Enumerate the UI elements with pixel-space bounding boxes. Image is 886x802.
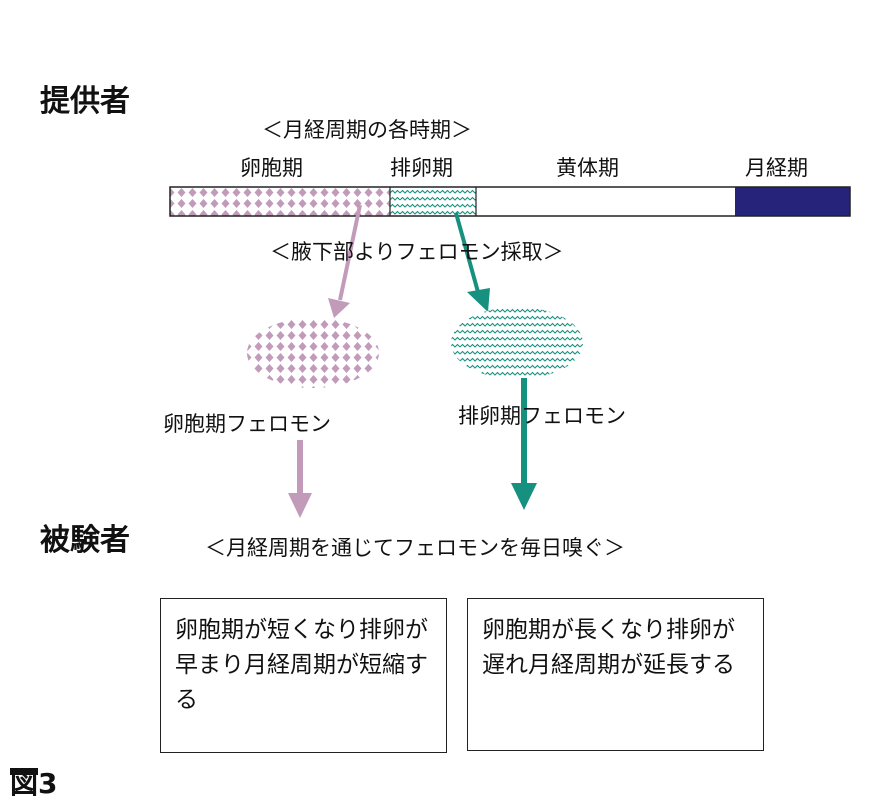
ovulatory-collect-arrow — [454, 212, 490, 312]
phase-label-ovulatory: 排卵期 — [390, 156, 453, 180]
ovulatory-result-text: 卵胞期が長くなり排卵が遅れ月経周期が延長する — [482, 617, 735, 678]
ovulatory-segment — [390, 187, 476, 216]
figure-label: 図3 — [10, 767, 58, 800]
donor-label: 提供者 — [40, 84, 130, 119]
cycle-bar — [169, 186, 851, 217]
follicular-pheromone-blob — [247, 318, 379, 388]
ovulatory-result-box: 卵胞期が長くなり排卵が遅れ月経周期が延長する — [467, 598, 764, 751]
follicular-exposure-arrow — [288, 440, 312, 518]
phase-label-luteal: 黄体期 — [556, 156, 619, 180]
collection-label: ＜腋下部よりフェロモン採取＞ — [270, 240, 564, 264]
subject-label: 被験者 — [40, 523, 130, 558]
follicular-result-text: 卵胞期が短くなり排卵が早まり月経周期が短縮する — [175, 617, 428, 713]
ovulatory-exposure-arrow — [511, 378, 537, 510]
phase-label-follicular: 卵胞期 — [240, 156, 303, 180]
menstrual-segment — [735, 187, 850, 216]
cycle-title: ＜月経周期の各時期＞ — [262, 118, 472, 142]
follicular-pheromone-label: 卵胞期フェロモン — [163, 412, 331, 436]
diagram-graphics — [10, 186, 851, 775]
figure-label-mark — [10, 768, 38, 775]
follicular-collect-arrow — [328, 204, 362, 318]
phase-label-menstrual: 月経期 — [745, 156, 808, 180]
ovulatory-pheromone-blob — [451, 307, 583, 379]
follicular-segment — [170, 187, 390, 216]
ovulatory-pheromone-label: 排卵期フェロモン — [458, 404, 626, 428]
luteal-segment — [476, 187, 735, 216]
exposure-label: ＜月経周期を通じてフェロモンを毎日嗅ぐ＞ — [205, 536, 625, 560]
follicular-result-box: 卵胞期が短くなり排卵が早まり月経周期が短縮する — [160, 598, 447, 753]
